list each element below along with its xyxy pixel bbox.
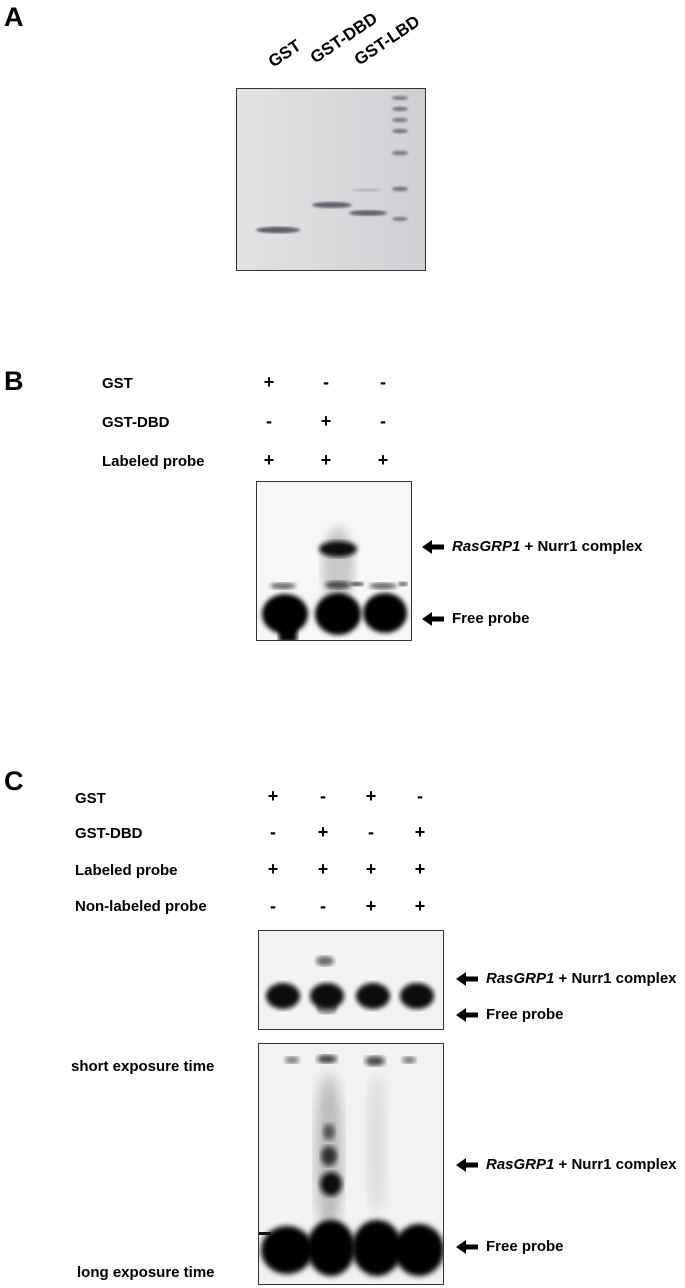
c-gstdbd-lane1: - (270, 822, 276, 842)
c-row-label-nonlabeled-probe: Non-labeled probe (75, 898, 207, 915)
panel-a-letter: A (4, 2, 24, 32)
emsa-blot-short-exposure (258, 930, 444, 1030)
left-arrow-icon (456, 1239, 478, 1254)
b-complex-gene: RasGRP1 (452, 538, 521, 555)
c-long-free-probe-label: Free probe (486, 1238, 564, 1255)
c-gst-lane2: - (320, 786, 326, 806)
emsa-bands-graphic-long (259, 1044, 443, 1284)
c-probe-lane4: + (414, 859, 426, 879)
c-gstdbd-lane3: - (368, 822, 374, 842)
free-probe-band-short-2 (310, 983, 344, 1009)
c-row-label-gst: GST (75, 790, 106, 807)
b-gstdbd-lane3: - (380, 411, 386, 431)
panel-c-letter: C (4, 766, 24, 796)
emsa-bands-graphic-short (259, 931, 443, 1029)
c-gstdbd-lane2: + (317, 822, 329, 842)
row-label-gst: GST (102, 375, 133, 392)
left-arrow-icon (422, 611, 444, 626)
emsa-bands-graphic-b (257, 482, 411, 640)
c-short-complex-annotation: RasGRP1 + Nurr1 complex (456, 970, 677, 987)
c-gst-lane1: + (267, 786, 279, 806)
free-probe-band-short-1 (266, 983, 300, 1009)
c-probe-lane3: + (365, 859, 377, 879)
b-gstdbd-lane1: - (266, 411, 272, 431)
c-gst-lane3: + (365, 786, 377, 806)
c-row-label-gst-dbd: GST-DBD (75, 825, 143, 842)
b-complex-annotation: RasGRP1 + Nurr1 complex (422, 538, 643, 555)
c-long-complex-gene: RasGRP1 (486, 1156, 555, 1173)
c-long-complex-annotation: RasGRP1 + Nurr1 complex (456, 1156, 677, 1173)
gel-bands-graphic (237, 89, 425, 270)
left-arrow-icon (456, 1007, 478, 1022)
left-arrow-icon (422, 539, 444, 554)
emsa-blot-long-exposure (258, 1043, 444, 1285)
b-gstdbd-lane2: + (320, 411, 332, 431)
b-free-probe-annotation: Free probe (422, 610, 530, 627)
c-long-complex-rest: + Nurr1 complex (554, 1156, 677, 1173)
row-label-gst-dbd: GST-DBD (102, 414, 170, 431)
c-gstdbd-lane4: + (414, 822, 426, 842)
b-free-probe-label: Free probe (452, 610, 530, 627)
short-exposure-label: short exposure time (71, 1058, 215, 1075)
panel-b-letter: B (4, 366, 24, 396)
c-gst-lane4: - (417, 786, 423, 806)
c-nonprobe-lane3: + (365, 896, 377, 916)
row-label-labeled-probe: Labeled probe (102, 453, 205, 470)
b-gst-lane2: - (323, 372, 329, 392)
sds-page-gel (236, 88, 426, 271)
long-exposure-label: long exposure time (77, 1264, 215, 1281)
c-short-complex-rest: + Nurr1 complex (554, 970, 677, 987)
left-arrow-icon (456, 1157, 478, 1172)
c-short-free-probe-annotation: Free probe (456, 1006, 564, 1023)
b-complex-rest: + Nurr1 complex (520, 538, 643, 555)
b-probe-lane1: + (263, 450, 275, 470)
b-probe-lane2: + (320, 450, 332, 470)
b-gst-lane1: + (263, 372, 275, 392)
lane-label-gst: GST (264, 35, 305, 72)
c-nonprobe-lane1: - (270, 896, 276, 916)
free-probe-band-short-4 (400, 983, 434, 1009)
c-long-free-probe-annotation: Free probe (456, 1238, 564, 1255)
c-nonprobe-lane2: - (320, 896, 326, 916)
b-probe-lane3: + (377, 450, 389, 470)
c-row-label-labeled-probe: Labeled probe (75, 862, 178, 879)
left-arrow-icon (456, 971, 478, 986)
c-probe-lane2: + (317, 859, 329, 879)
b-gst-lane3: - (380, 372, 386, 392)
c-nonprobe-lane4: + (414, 896, 426, 916)
free-probe-band-short-3 (356, 983, 390, 1009)
c-short-free-probe-label: Free probe (486, 1006, 564, 1023)
c-short-complex-gene: RasGRP1 (486, 970, 555, 987)
emsa-blot-b (256, 481, 412, 641)
complex-band-short (316, 956, 334, 966)
c-probe-lane1: + (267, 859, 279, 879)
